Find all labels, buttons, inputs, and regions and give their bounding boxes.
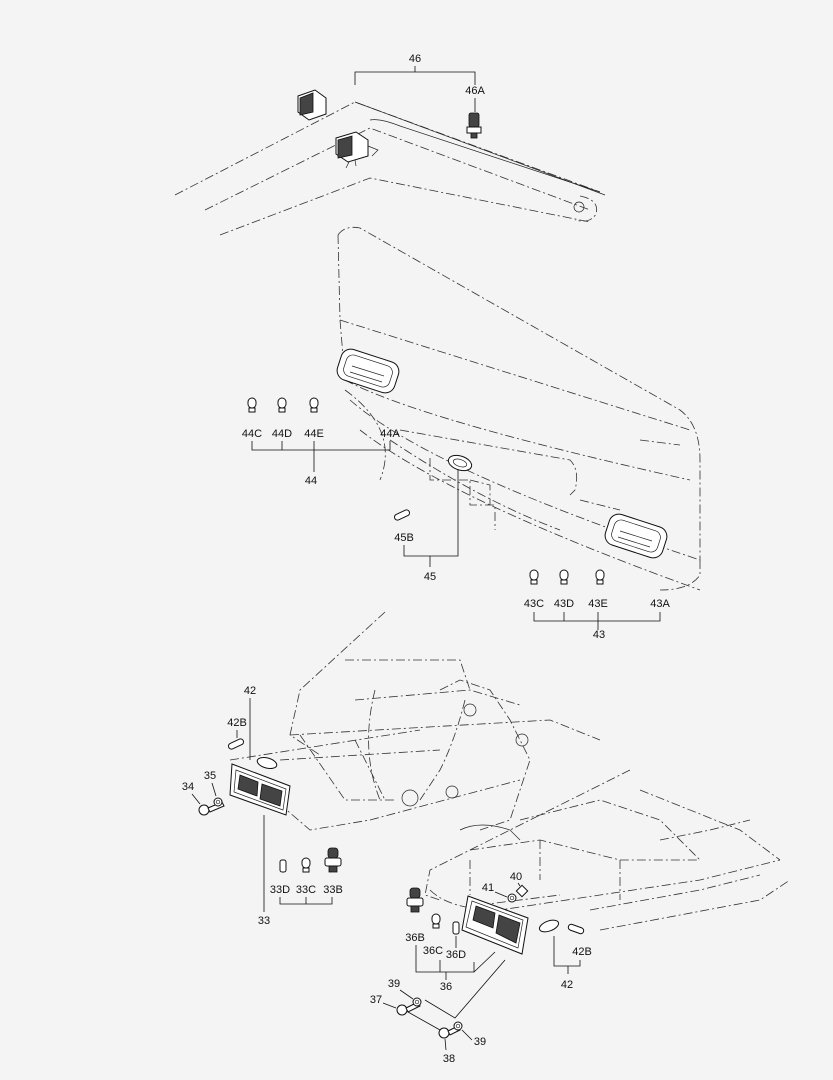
label-45B: 45B xyxy=(394,532,414,544)
label-46: 46 xyxy=(409,53,421,65)
leader-37-39-38 xyxy=(407,959,506,1031)
label-35: 35 xyxy=(204,770,216,782)
bulb-43D xyxy=(559,569,569,585)
washer-41 xyxy=(507,893,517,903)
bulb-36C xyxy=(431,913,441,929)
leader-36-frame xyxy=(473,951,496,973)
label-39-upper: 39 xyxy=(388,978,400,990)
label-36B: 36B xyxy=(405,932,425,944)
label-42B-bottom: 42B xyxy=(572,946,592,958)
bulb-36D xyxy=(452,921,460,935)
leader-43 xyxy=(533,612,661,630)
bulb-43C xyxy=(529,569,539,585)
leader-46 xyxy=(354,66,476,85)
nut-40 xyxy=(515,884,529,898)
leader-34 xyxy=(191,793,201,805)
label-34: 34 xyxy=(182,781,194,793)
leader-39-upper xyxy=(399,989,414,1000)
leader-44 xyxy=(251,441,391,472)
label-38: 38 xyxy=(443,1053,455,1065)
bulb-42B-right xyxy=(567,923,585,935)
washer-39-lower xyxy=(453,1021,463,1031)
label-44C: 44C xyxy=(242,428,262,440)
leader-35 xyxy=(211,782,217,797)
label-36C: 36C xyxy=(423,945,443,957)
label-43A: 43A xyxy=(650,598,670,610)
label-40: 40 xyxy=(510,871,522,883)
label-36D: 36D xyxy=(446,949,466,961)
bulb-44D xyxy=(277,397,287,413)
bulb-46A xyxy=(466,112,482,139)
bulb-43E xyxy=(595,569,605,585)
work-light-left xyxy=(297,89,327,121)
label-33: 33 xyxy=(258,915,270,927)
label-43D: 43D xyxy=(554,598,574,610)
leader-41 xyxy=(494,891,508,898)
chassis-frame xyxy=(229,611,791,931)
label-33B: 33B xyxy=(323,884,343,896)
work-light-right xyxy=(335,131,379,169)
washer-39-upper xyxy=(412,997,422,1007)
tail-light-right xyxy=(604,513,668,559)
label-43: 43 xyxy=(593,629,605,641)
leader-40 xyxy=(517,882,521,887)
leader-36 xyxy=(415,936,475,980)
bulb-33D xyxy=(279,859,287,873)
rear-lamp-right xyxy=(461,895,529,955)
tail-light-left xyxy=(336,348,400,394)
rear-lamp-left xyxy=(229,763,291,816)
label-43C: 43C xyxy=(524,598,544,610)
label-43E: 43E xyxy=(588,598,608,610)
leader-39-lower xyxy=(461,1029,473,1041)
label-44A: 44A xyxy=(380,428,400,440)
leader-38 xyxy=(444,1038,447,1051)
leader-42-bottom xyxy=(553,936,581,974)
washer-35 xyxy=(213,797,223,807)
side-marker-lens-right xyxy=(538,919,560,933)
label-44: 44 xyxy=(305,475,317,487)
leader-33 xyxy=(263,815,333,912)
bulb-44C xyxy=(247,397,257,413)
license-plate-light-45 xyxy=(447,454,473,472)
label-33C: 33C xyxy=(296,884,316,896)
label-46A: 46A xyxy=(465,85,485,97)
bulb-33B xyxy=(324,847,342,873)
label-36: 36 xyxy=(440,981,452,993)
label-44E: 44E xyxy=(304,428,324,440)
bulb-36B xyxy=(406,887,424,913)
bulb-45B xyxy=(393,509,411,521)
boom-assembly xyxy=(174,101,606,236)
label-41: 41 xyxy=(482,882,494,894)
bulb-42B-left xyxy=(227,738,245,750)
label-33D: 33D xyxy=(270,884,290,896)
label-45: 45 xyxy=(424,571,436,583)
leader-45 xyxy=(403,470,459,567)
bulb-44E xyxy=(309,397,319,413)
label-37: 37 xyxy=(370,994,382,1006)
label-42-bottom: 42 xyxy=(561,979,573,991)
label-42-top: 42 xyxy=(244,685,256,697)
label-44D: 44D xyxy=(272,428,292,440)
side-marker-lens-left xyxy=(256,757,278,769)
leader-37 xyxy=(382,1002,397,1009)
label-42B-top: 42B xyxy=(227,717,247,729)
label-39-lower: 39 xyxy=(474,1036,486,1048)
bulb-33C xyxy=(301,857,311,873)
